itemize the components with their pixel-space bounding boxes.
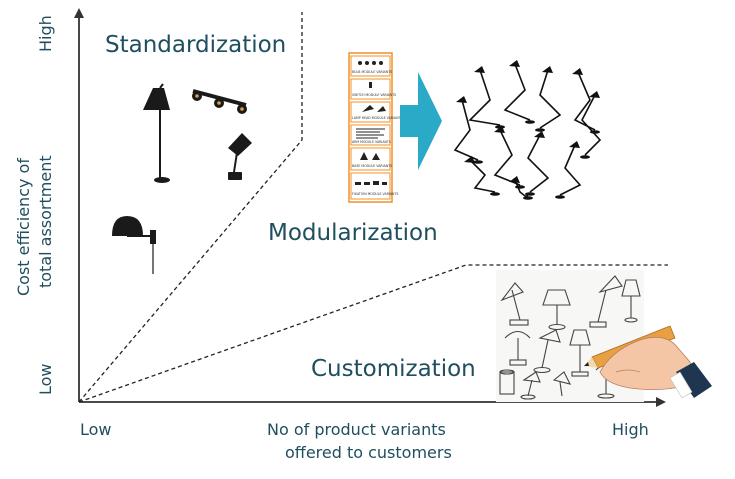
modular-lamp-head [474, 66, 485, 73]
module-box-2: SWITCH MODULE VARIANTS [350, 78, 396, 100]
module-label-6: FIXATION MODULE VARIANTS [352, 192, 398, 196]
y-axis-title-line-1: Cost efficiency of [14, 158, 33, 296]
modular-arrow [400, 72, 442, 170]
x-axis-title-line-1: No of product variants [267, 420, 446, 439]
modular-lamp-head [569, 141, 580, 148]
sketch-lamp-1 [500, 282, 529, 326]
modular-lamps-cluster [453, 60, 602, 200]
modular-lamp-arm [493, 129, 521, 186]
modular-lamp-base [473, 160, 483, 164]
modular-lamp-arm [573, 71, 596, 131]
modular-lamp-head [509, 176, 520, 183]
sketch-lamp-7 [569, 329, 591, 377]
sketch-lamp-10 [552, 371, 572, 397]
modular-lamp-head [509, 60, 520, 67]
module-box-4: ARM MODULE VARIANTS [350, 124, 391, 146]
modular-lamp-base [580, 155, 590, 159]
module-variants-panel: BULB MODULE VARIANTS SWITCH MODULE VARIA… [348, 52, 402, 203]
sketch-lamp-8 [499, 369, 515, 395]
modular-lamp-arm [581, 94, 602, 156]
modular-lamp-head [572, 68, 583, 75]
modular-lamp-base [535, 128, 545, 132]
modular-lamp-head [589, 91, 600, 98]
sketch-lamp-4 [621, 279, 641, 323]
standardization-boundary [78, 12, 303, 403]
modular-lamp-arm [527, 134, 550, 193]
x-axis-low-label: Low [80, 420, 112, 439]
module-label-3: LAMP HEAD MODULE VARIANTS [352, 116, 402, 120]
standard-lamps-illustration [112, 83, 252, 274]
modular-lamp-arm [468, 69, 501, 126]
modular-lamp-base [555, 195, 565, 199]
modular-lamp-head [456, 96, 467, 103]
customization-boundary [78, 264, 668, 403]
modular-lamp-arm [514, 179, 528, 197]
modular-lamp-head [464, 156, 475, 163]
modular-lamp-base [523, 196, 533, 200]
wall-lamp-icon [112, 216, 156, 274]
region-label-customization: Customization [311, 356, 476, 382]
modular-lamp-head [542, 66, 553, 73]
sketch-lamp-3 [589, 275, 623, 328]
modular-lamp-base [525, 120, 535, 124]
y-axis-high-label: High [36, 15, 55, 52]
module-label-2: SWITCH MODULE VARIANTS [352, 93, 396, 97]
modular-lamp-arm [453, 99, 479, 161]
y-axis-title-line-2: total assortment [36, 155, 55, 288]
module-box-5: BASE MODULE VARIANTS [350, 147, 392, 171]
drawing-hand-illustration [584, 325, 712, 399]
region-label-standardization: Standardization [105, 32, 287, 58]
modular-lamp-base [525, 192, 535, 196]
sketch-lamp-9 [520, 371, 541, 400]
module-box-6: FIXATION MODULE VARIANTS [350, 172, 398, 200]
y-axis-low-label: Low [36, 363, 55, 395]
modular-lamp-arm [539, 69, 562, 129]
modular-lamp-base [515, 185, 525, 189]
sketch-lamp-5 [504, 330, 531, 366]
region-boundaries [78, 12, 668, 403]
modular-lamp-head [494, 126, 505, 133]
modular-lamp-arm [559, 144, 582, 196]
x-axis-high-label: High [612, 420, 649, 439]
region-label-modularization: Modularization [268, 220, 438, 246]
x-axis-title-line-2: offered to customers [285, 443, 452, 462]
modular-lamp-head [534, 131, 545, 138]
desk-lamp-icon [228, 133, 252, 180]
modular-lamp-base [490, 192, 500, 196]
module-label-1: BULB MODULE VARIANTS [352, 70, 392, 74]
modular-lamp-arm [469, 159, 496, 193]
sketch-lamp-6 [533, 329, 561, 374]
sketch-lamp-2 [542, 289, 571, 331]
module-label-4: ARM MODULE VARIANTS [352, 140, 391, 144]
module-box-1: BULB MODULE VARIANTS [350, 55, 392, 77]
module-box-3: LAMP HEAD MODULE VARIANTS [350, 101, 402, 123]
modular-lamp-arm [503, 63, 531, 121]
x-axis-arrowhead [656, 397, 666, 407]
floor-lamp-icon [143, 83, 170, 183]
shirt-cuff [676, 362, 712, 398]
module-label-5: BASE MODULE VARIANTS [352, 164, 392, 168]
track-spotlight-icon [192, 89, 247, 114]
y-axis-arrowhead [74, 8, 84, 18]
